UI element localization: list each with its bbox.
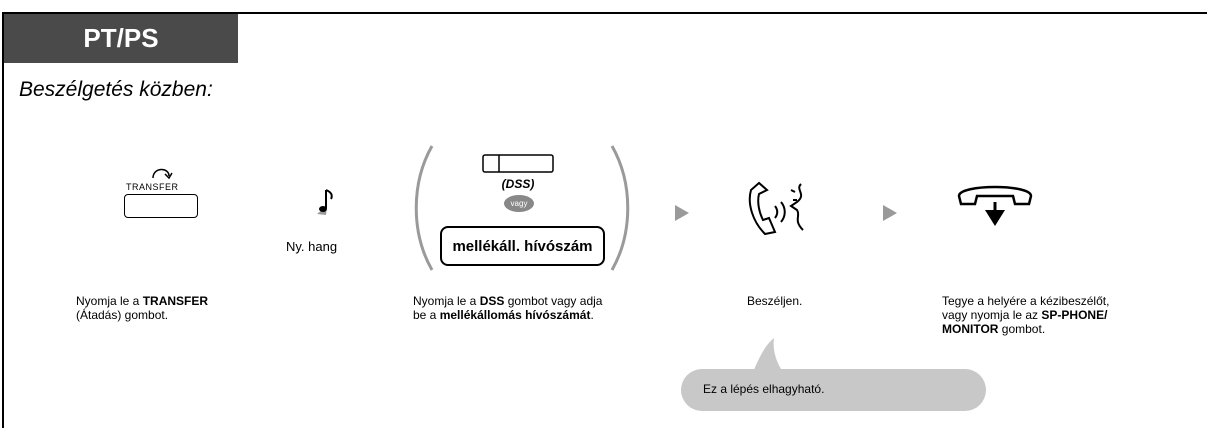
extension-number-button[interactable]: mellékáll. hívószám <box>440 226 605 266</box>
dss-label: (DSS) <box>501 177 535 191</box>
transfer-key[interactable] <box>124 194 198 218</box>
dss-button[interactable] <box>482 154 554 174</box>
transfer-description: Nyomja le a TRANSFER (Átadás) gombot. <box>76 294 209 322</box>
music-note-icon <box>317 189 333 215</box>
right-bracket <box>610 145 630 271</box>
arrow-right-icon <box>883 205 897 221</box>
dss-description: Nyomja le a DSS gombot vagy adja be a me… <box>413 294 603 322</box>
note-bubble-tail <box>750 338 788 378</box>
tone-label: Ny. hang <box>286 239 338 254</box>
or-badge: vagy <box>504 195 534 212</box>
section-frame <box>2 12 1207 428</box>
page-subtitle: Beszélgetés közben: <box>19 78 213 101</box>
optional-note-text: Ez a lépés elhagyható. <box>703 382 825 396</box>
transfer-key-label: TRANSFER <box>126 182 179 192</box>
hangup-description: Tegye a helyére a kézibeszélőt, vagy nyo… <box>942 294 1110 336</box>
mode-tab: PT/PS <box>4 14 238 63</box>
arrow-right-icon <box>675 205 689 221</box>
talk-description: Beszéljen. <box>747 294 803 308</box>
handset-onhook-icon <box>957 185 1033 226</box>
optional-note-bubble <box>681 369 986 411</box>
left-bracket <box>414 145 434 271</box>
transfer-arrow-icon <box>152 168 173 180</box>
handset-talk-icon <box>748 181 804 236</box>
